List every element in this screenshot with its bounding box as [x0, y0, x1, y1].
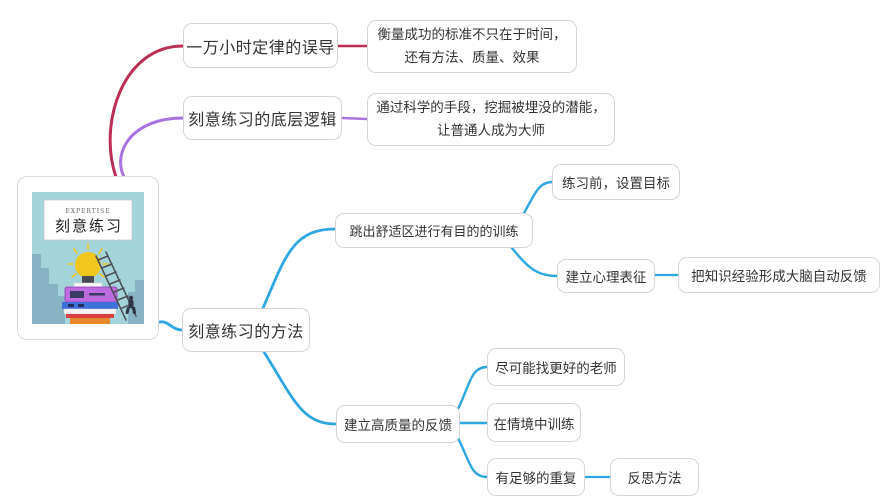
book-stack: [62, 282, 118, 324]
link-method-comfort-zone: [261, 227, 337, 310]
node-enough-repetition[interactable]: 有足够的重复: [487, 458, 585, 496]
link-comfort-zone-set-goal: [522, 180, 554, 215]
node-mental-model[interactable]: 建立心理表征: [557, 259, 655, 293]
node-reflect-method[interactable]: 反思方法: [610, 458, 699, 496]
node-method[interactable]: 刻意练习的方法: [182, 308, 310, 352]
node-comfort-zone[interactable]: 跳出舒适区进行有目的的训练: [335, 213, 533, 248]
cover-tagline: EXPERTISE: [65, 208, 110, 215]
link-logic-note: [340, 116, 369, 121]
cover-title-plate: EXPERTISE 刻意练习: [43, 199, 133, 241]
link-comfort-zone-mental-model: [510, 246, 559, 278]
node-better-teacher[interactable]: 尽可能找更好的老师: [487, 348, 625, 386]
node-logic-note[interactable]: 通过科学的手段，挖掘被埋没的潜能，让普通人成为大师: [367, 93, 615, 146]
link-root-hours-rule: [108, 44, 185, 179]
link-root-logic: [119, 116, 185, 179]
node-hours-rule[interactable]: 一万小时定律的误导: [183, 23, 338, 68]
node-feedback[interactable]: 建立高质量的反馈: [336, 405, 460, 443]
link-feedback-better-teacher: [456, 365, 489, 411]
node-set-goal[interactable]: 练习前，设置目标: [552, 164, 680, 200]
root-node-book-cover[interactable]: EXPERTISE 刻意练习: [17, 176, 159, 340]
book-cover-illustration: EXPERTISE 刻意练习: [32, 192, 144, 324]
node-mental-model-note[interactable]: 把知识经验形成大脑自动反馈: [678, 257, 880, 293]
node-train-in-context[interactable]: 在情境中训练: [487, 403, 581, 442]
link-root-method: [155, 320, 184, 332]
cover-title: 刻意练习: [55, 217, 123, 235]
lightbulb-icon: [67, 243, 109, 283]
node-hours-rule-note[interactable]: 衡量成功的标准不只在于时间，还有方法、质量、效果: [367, 20, 577, 73]
node-logic[interactable]: 刻意练习的底层逻辑: [183, 96, 342, 140]
link-method-feedback: [262, 350, 338, 426]
link-feedback-enough-repetition: [456, 436, 489, 479]
climber-figure: [125, 295, 137, 315]
